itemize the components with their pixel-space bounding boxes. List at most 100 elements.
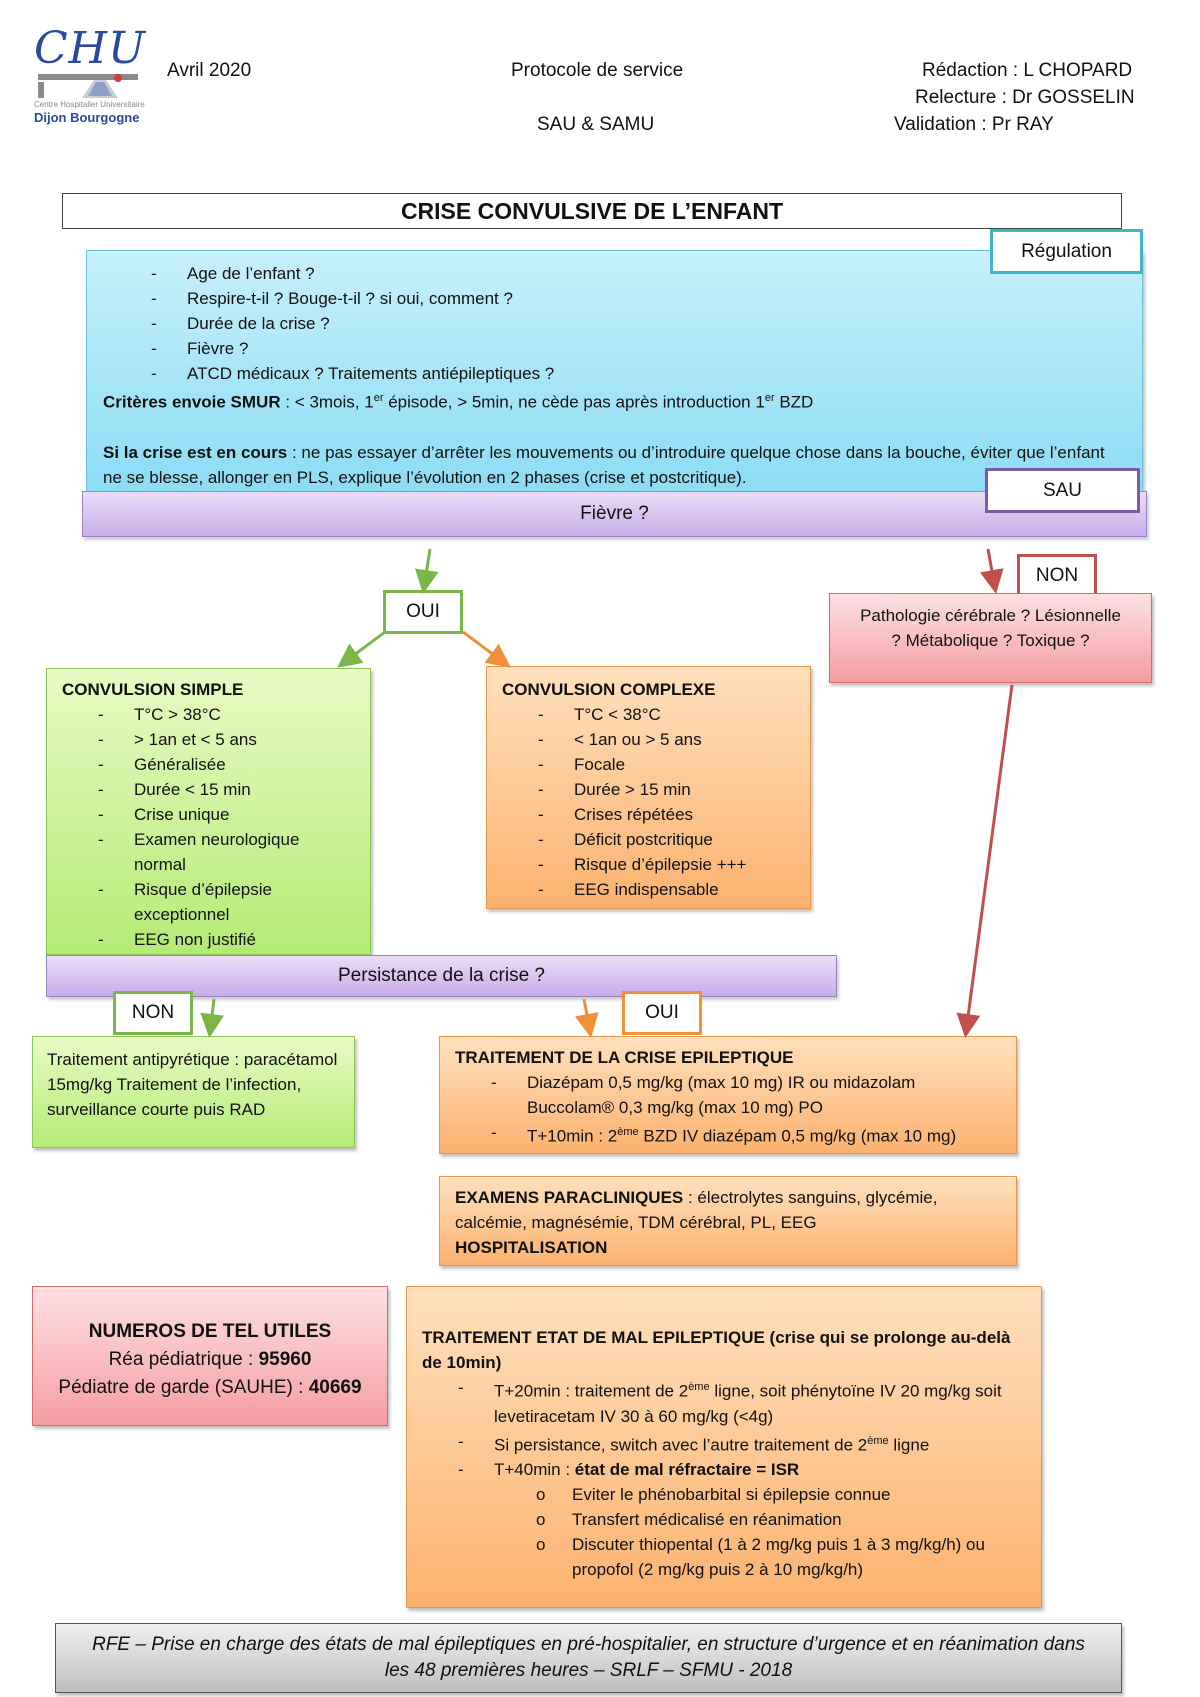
pediatre-number: 40669	[308, 1377, 362, 1398]
simple-title: CONVULSION SIMPLE	[62, 680, 244, 699]
smur-text: épisode, > 5min, ne cède pas après intro…	[383, 392, 765, 412]
page-title: CRISE CONVULSIVE DE L’ENFANT	[62, 193, 1122, 229]
numeros-box: NUMEROS DE TEL UTILES Réa pédiatrique : …	[32, 1286, 388, 1426]
fievre-oui-tag: OUI	[383, 590, 463, 634]
smur-label: Critères envoie SMUR	[103, 392, 281, 412]
arrow-fievre-to-non	[980, 548, 1004, 594]
etat-de-mal-list: T+20min : traitement de 2ème ligne, soit…	[458, 1375, 1026, 1482]
list-item: Généralisée	[98, 752, 351, 777]
list-item: Durée > 15 min	[538, 777, 795, 802]
convulsion-complexe-box: CONVULSION COMPLEXE T°C < 38°C < 1an ou …	[486, 666, 811, 909]
item-text: ligne, soit phénytoïne IV 20 mg/kg soit …	[494, 1381, 1002, 1426]
etat-de-mal-title: TRAITEMENT ETAT DE MAL EPILEPTIQUE (cris…	[422, 1328, 1011, 1372]
complexe-list: T°C < 38°C < 1an ou > 5 ans Focale Durée…	[538, 702, 795, 902]
list-item: EEG non justifié	[98, 927, 351, 952]
traitement-crise-list: Diazépam 0,5 mg/kg (max 10 mg) IR ou mid…	[491, 1070, 1001, 1149]
item-text: Si persistance, switch avec l’autre trai…	[494, 1435, 868, 1455]
list-item: T+20min : traitement de 2ème ligne, soit…	[458, 1375, 1026, 1429]
list-item: T°C < 38°C	[538, 702, 795, 727]
list-item: Si persistance, switch avec l’autre trai…	[458, 1429, 1026, 1458]
smur-text: : < 3mois, 1	[280, 392, 374, 412]
fievre-question: Fièvre ?	[82, 491, 1147, 537]
logo-line2: Dijon Bourgogne	[34, 110, 140, 125]
pathologie-text: Pathologie cérébrale ? Lésionnelle ? Mét…	[860, 606, 1121, 650]
list-item: Eviter le phénobarbital si épilepsie con…	[536, 1482, 1026, 1507]
list-item: Déficit postcritique	[538, 827, 795, 852]
header-date: Avril 2020	[167, 60, 252, 81]
list-item: Fièvre ?	[151, 336, 1128, 361]
header-redaction: Rédaction : L CHOPARD	[922, 60, 1133, 81]
fievre-non-tag: NON	[1017, 554, 1097, 598]
arrow-persistance-non	[200, 998, 225, 1038]
list-item: ATCD médicaux ? Traitements antiépilepti…	[151, 361, 1128, 386]
list-item: Examen neurologique normal	[98, 827, 351, 877]
pediatre-line: Pédiatre de garde (SAUHE) : 40669	[43, 1374, 377, 1402]
list-item: Crise unique	[98, 802, 351, 827]
item-text-bold: état de mal réfractaire = ISR	[574, 1460, 800, 1480]
item-sup: ème	[617, 1126, 639, 1138]
list-item: Respire-t-il ? Bouge-t-il ? si oui, comm…	[151, 286, 1128, 311]
header-validation: Validation : Pr RAY	[894, 114, 1054, 135]
rea-number: 95960	[258, 1349, 312, 1370]
rea-line: Réa pédiatrique : 95960	[43, 1346, 377, 1374]
numeros-title: NUMEROS DE TEL UTILES	[88, 1321, 332, 1342]
list-item: Risque d’épilepsie +++	[538, 852, 795, 877]
smur-criteria: Critères envoie SMUR : < 3mois, 1er épis…	[103, 386, 1128, 415]
item-text: T+20min : traitement de 2	[494, 1381, 689, 1401]
persistance-question: Persistance de la crise ?	[46, 955, 837, 997]
examens-text: : électrolytes sanguins, glycémie, calcé…	[455, 1188, 938, 1232]
list-item: Focale	[538, 752, 795, 777]
item-text: BZD IV diazépam 0,5 mg/kg (max 10 mg)	[638, 1126, 957, 1146]
arrow-persistance-oui	[574, 998, 599, 1038]
sau-tag: SAU	[985, 468, 1140, 513]
pathologie-box: Pathologie cérébrale ? Lésionnelle ? Mét…	[829, 593, 1152, 683]
list-item: T+10min : 2ème BZD IV diazépam 0,5 mg/kg…	[491, 1120, 1001, 1149]
list-item: Transfert médicalisé en réanimation	[536, 1507, 1026, 1532]
logo-line1: Centre Hospitalier Universitaire	[34, 100, 145, 109]
list-item: Risque d’épilepsie exceptionnel	[98, 877, 351, 927]
etat-de-mal-sublist: Eviter le phénobarbital si épilepsie con…	[536, 1482, 1026, 1582]
logo-emblem	[38, 74, 138, 98]
smur-sup: er	[764, 392, 775, 404]
list-item: Diazépam 0,5 mg/kg (max 10 mg) IR ou mid…	[491, 1070, 1001, 1120]
complexe-title: CONVULSION COMPLEXE	[502, 680, 716, 699]
simple-list: T°C > 38°C > 1an et < 5 ans Généralisée …	[98, 702, 351, 952]
antipyretique-box: Traitement antipyrétique : paracétamol 1…	[32, 1036, 355, 1148]
arrow-pathologie-to-traitement	[956, 684, 1014, 1038]
list-item: T+40min : état de mal réfractaire = ISR	[458, 1457, 1026, 1482]
antipyretique-text: Traitement antipyrétique : paracétamol 1…	[47, 1050, 338, 1119]
regulation-tag: Régulation	[990, 229, 1143, 274]
examens-box: EXAMENS PARACLINIQUES : électrolytes san…	[439, 1176, 1017, 1266]
list-item: Age de l’enfant ?	[151, 261, 1128, 286]
list-item: > 1an et < 5 ans	[98, 727, 351, 752]
arrow-oui-to-complexe	[462, 630, 511, 668]
list-item: Crises répétées	[538, 802, 795, 827]
list-item: < 1an ou > 5 ans	[538, 727, 795, 752]
arrow-fievre-to-oui	[414, 548, 439, 594]
arrow-oui-to-simple	[337, 630, 386, 668]
crise-label: Si la crise est en cours	[103, 442, 288, 462]
persistance-non-tag: NON	[113, 991, 193, 1035]
crise-text: : ne pas essayer d’arrêter les mouvement…	[103, 442, 1105, 487]
list-item: Durée de la crise ?	[151, 311, 1128, 336]
etat-de-mal-box: TRAITEMENT ETAT DE MAL EPILEPTIQUE (cris…	[406, 1286, 1042, 1608]
pediatre-label: Pédiatre de garde (SAUHE) :	[58, 1377, 309, 1398]
hospitalisation: HOSPITALISATION	[455, 1238, 608, 1257]
header-protocol: Protocole de service	[511, 60, 684, 81]
smur-sup: er	[373, 392, 384, 404]
smur-text: BZD	[774, 392, 814, 412]
list-item: EEG indispensable	[538, 877, 795, 902]
traitement-crise-title: TRAITEMENT DE LA CRISE EPILEPTIQUE	[455, 1048, 794, 1067]
item-sup: ème	[867, 1434, 889, 1447]
rea-label: Réa pédiatrique :	[108, 1349, 259, 1370]
list-item: Discuter thiopental (1 à 2 mg/kg puis 1 …	[536, 1532, 1026, 1582]
crise-en-cours: Si la crise est en cours : ne pas essaye…	[103, 440, 1128, 490]
logo-brand: CHU	[34, 23, 147, 74]
list-item: T°C > 38°C	[98, 702, 351, 727]
traitement-crise-box: TRAITEMENT DE LA CRISE EPILEPTIQUE Diazé…	[439, 1036, 1017, 1154]
regulation-box: Age de l’enfant ? Respire-t-il ? Bouge-t…	[86, 250, 1143, 496]
header-relecture: Relecture : Dr GOSSELIN	[915, 87, 1135, 108]
footer-reference: RFE – Prise en charge des états de mal é…	[55, 1623, 1122, 1693]
item-sup: ème	[688, 1381, 710, 1393]
item-text: T+10min : 2	[527, 1126, 618, 1146]
